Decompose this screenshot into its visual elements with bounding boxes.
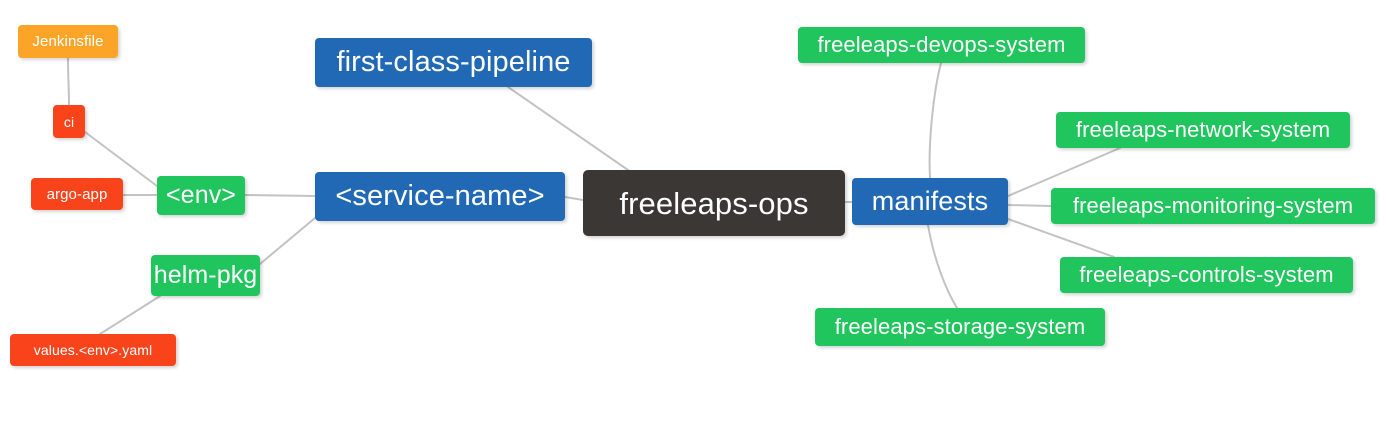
mindmap-node-values-yaml[interactable]: values.<env>.yaml [10,334,176,366]
mindmap-node-freeleaps-devops-system[interactable]: freeleaps-devops-system [798,27,1085,63]
mindmap-edge-helm-pkg-to-values-yaml [99,295,161,335]
mindmap-node-freeleaps-network-system[interactable]: freeleaps-network-system [1056,112,1350,148]
mindmap-node-first-class-pipeline[interactable]: first-class-pipeline [315,38,592,87]
mindmap-node-freeleaps-monitoring-system[interactable]: freeleaps-monitoring-system [1051,188,1375,224]
mindmap-edge-jenkinsfile-to-ci [67,57,70,106]
mindmap-node-service-name[interactable]: <service-name> [315,172,565,221]
mindmap-node-argo-app[interactable]: argo-app [31,178,123,210]
mindmap-node-manifests[interactable]: manifests [852,178,1008,225]
mindmap-edge-service-name-to-freeleaps-ops [564,196,584,201]
mindmap-node-ci[interactable]: ci [53,105,85,138]
mindmap-node-freeleaps-controls-system[interactable]: freeleaps-controls-system [1060,257,1353,293]
mindmap-node-helm-pkg[interactable]: helm-pkg [151,255,260,296]
mindmap-edge-manifests-to-freeleaps-controls-system [1007,218,1115,258]
mindmap-edge-manifests-to-freeleaps-monitoring-system [1007,204,1052,207]
mindmap-edge-manifests-to-freeleaps-devops-system [928,62,942,179]
mindmap-edge-env-to-service-name [244,194,316,197]
mindmap-edge-manifests-to-freeleaps-storage-system [927,224,958,309]
mindmap-node-jenkinsfile[interactable]: Jenkinsfile [18,25,118,58]
mindmap-node-freeleaps-ops[interactable]: freeleaps-ops [583,170,845,236]
mindmap-node-freeleaps-storage-system[interactable]: freeleaps-storage-system [815,308,1105,346]
mindmap-edge-first-class-pipeline-to-freeleaps-ops [507,86,629,171]
mindmap-edge-service-name-to-helm-pkg [259,217,316,265]
mindmap-node-env[interactable]: <env> [157,176,245,215]
